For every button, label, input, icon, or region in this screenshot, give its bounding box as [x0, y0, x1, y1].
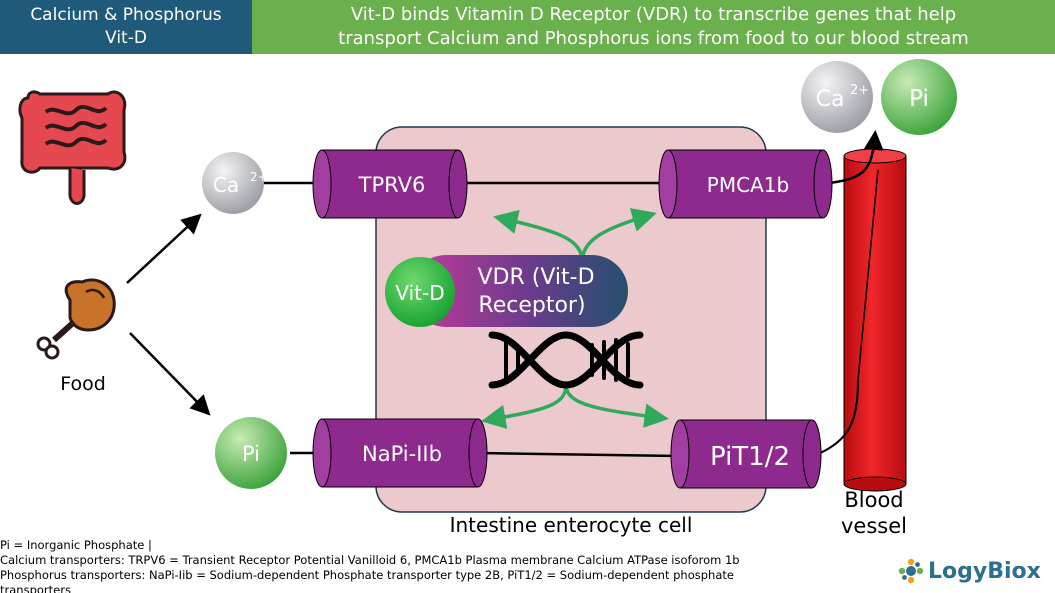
tprv6-label: TPRV6 — [358, 173, 426, 197]
ca-right-charge: 2+ — [850, 83, 869, 98]
food-to-ca-arrow — [126, 213, 202, 284]
intestine-icon — [18, 90, 127, 205]
ca-left-label: Ca — [213, 173, 239, 197]
svg-text:Ca: Ca — [213, 173, 239, 197]
footnote-line3: Phosphorus transporters: NaPi-Iib = Sodi… — [0, 568, 734, 582]
pi-uptake-line — [857, 169, 879, 381]
pit-transporter: PiT1/2 — [670, 419, 822, 489]
pit-label: PiT1/2 — [710, 442, 790, 472]
food-to-pi-arrow — [129, 332, 211, 416]
calcium-ion-food: Ca 2+ — [202, 152, 268, 214]
napi-pit-link — [477, 451, 681, 458]
ca-right-label: Ca — [816, 87, 845, 112]
logo-mark-icon — [898, 558, 924, 584]
vdr-receptor: VDR (Vit-D Receptor) — [410, 255, 628, 327]
phosphate-ion-blood: Pi — [881, 59, 957, 135]
pit-to-blood-line — [817, 379, 859, 455]
napi-label: NaPi-IIb — [362, 442, 442, 466]
header-topic-line1: Calcium & Phosphorus — [30, 5, 222, 25]
brand-logo: LogyBiox — [898, 556, 1041, 586]
ca-left-charge: 2+ — [250, 170, 268, 184]
food-label: Food — [60, 373, 106, 395]
blood-vessel — [843, 148, 907, 492]
footnotes: Pi = Inorganic Phosphate | Calcium trans… — [0, 538, 880, 593]
footnote-line2: Calcium transporters: TRPV6 = Transient … — [0, 553, 740, 567]
pmca1b-transporter: PMCA1b — [658, 149, 833, 219]
napi-transporter: NaPi-IIb — [312, 418, 488, 488]
phosphate-ion-food: Pi — [215, 417, 287, 489]
vdr-label-line2: Receptor) — [478, 293, 585, 318]
pmca-to-blood-arrow — [829, 130, 884, 185]
header-summary-line1: Vit-D binds Vitamin D Receptor (VDR) to … — [350, 4, 957, 25]
pi-right-label: Pi — [909, 86, 929, 112]
vitd-label: Vit-D — [395, 281, 444, 305]
dna-to-pit-arrow — [564, 384, 669, 428]
footnote-line4: transporters — [0, 583, 71, 593]
logo-text: LogyBiox — [928, 558, 1041, 584]
cell-label: Intestine enterocyte cell — [450, 513, 693, 537]
vitd-molecule: Vit-D — [385, 257, 455, 327]
vdr-label-line1: VDR (Vit-D — [477, 265, 594, 290]
vessel-label-line1: Blood — [844, 488, 903, 512]
pmca1b-label: PMCA1b — [707, 173, 789, 197]
chicken-leg-icon — [36, 278, 116, 360]
footnote-line1: Pi = Inorganic Phosphate | — [0, 538, 152, 552]
header-topic-line2: Vit-D — [105, 28, 147, 48]
pi-left-label: Pi — [242, 442, 260, 466]
header-summary-line2: transport Calcium and Phosphorus ions fr… — [338, 28, 969, 49]
vessel-label-line2: vessel — [841, 514, 907, 538]
header-topic: Calcium & Phosphorus Vit-D — [0, 0, 252, 54]
dna-icon — [488, 331, 644, 389]
calcium-ion-blood: Ca 2+ — [801, 61, 873, 133]
tprv6-transporter: TPRV6 — [312, 149, 468, 219]
header-summary: Vit-D binds Vitamin D Receptor (VDR) to … — [252, 0, 1055, 54]
